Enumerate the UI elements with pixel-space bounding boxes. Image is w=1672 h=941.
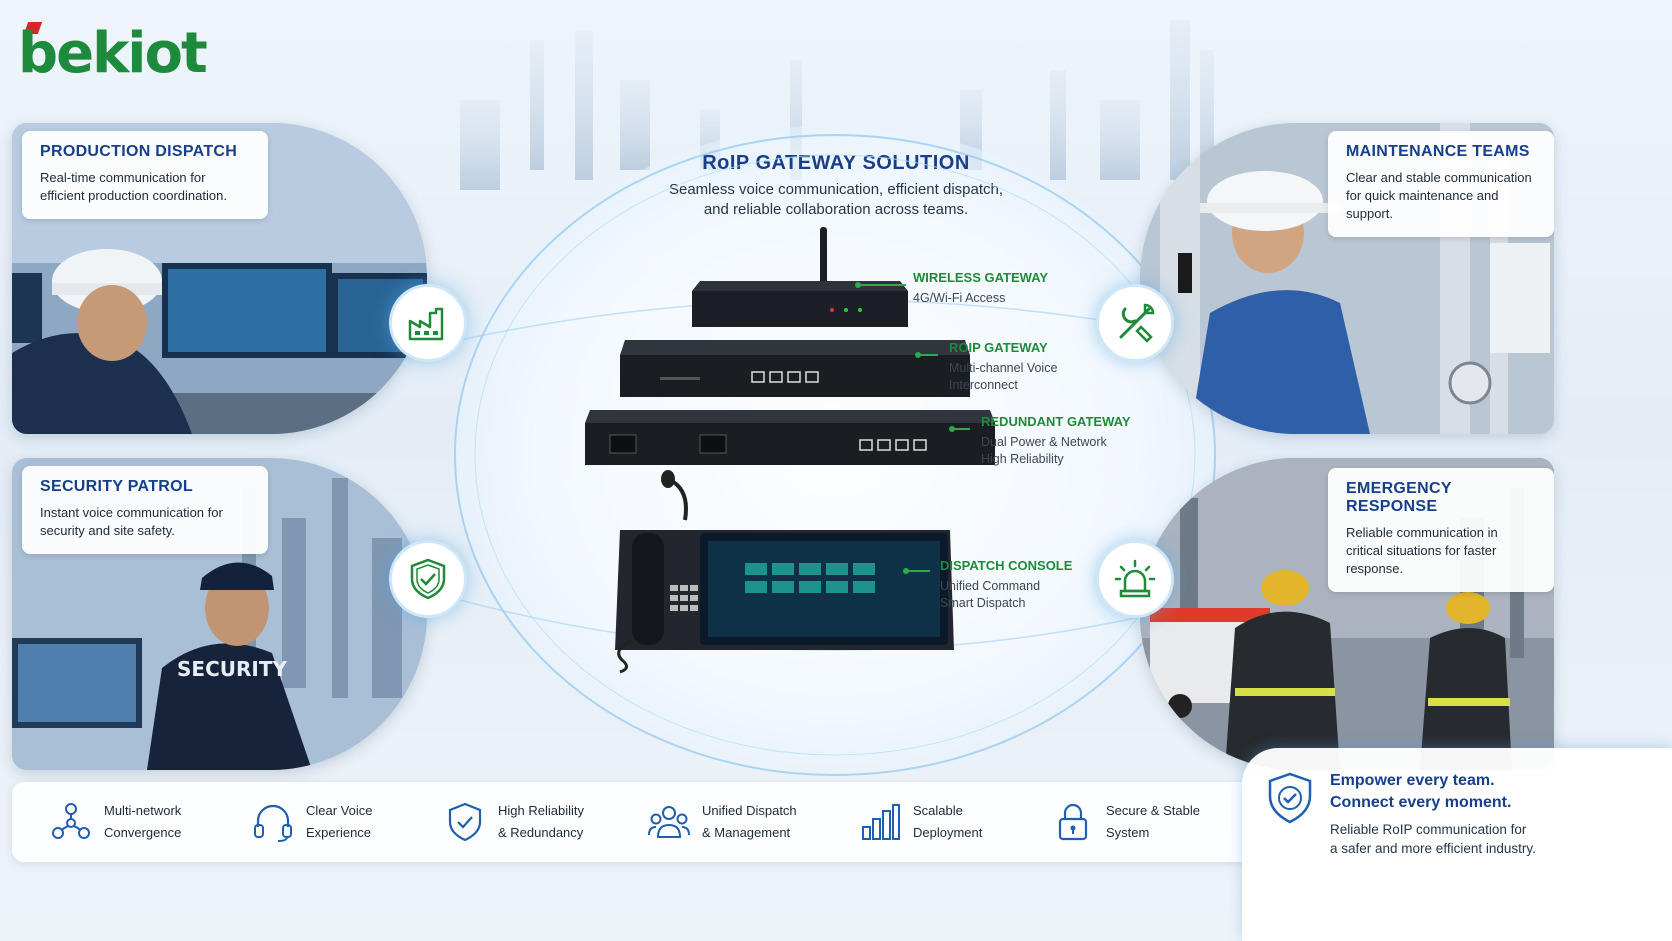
- device-desc: 4G/Wi-Fi Access: [913, 291, 1006, 305]
- device-name: ROIP GATEWAY: [949, 340, 1048, 355]
- gateway-devices: [585, 227, 995, 674]
- promo-headline-line: Empower every team.: [1330, 772, 1495, 789]
- scenario-caption: EMERGENCY RESPONSE Reliable communicatio…: [1328, 468, 1554, 592]
- alarm-icon: [1114, 559, 1156, 598]
- promo-text-line: a safer and more efficient industry.: [1330, 841, 1536, 856]
- dispatch-console-device: [615, 470, 954, 674]
- factory-icon: [408, 307, 444, 341]
- feature-label: High Reliability: [498, 803, 584, 818]
- team-icon: [648, 806, 690, 838]
- tools-icon: [1119, 303, 1155, 343]
- scenario-text: Reliable communication in critical situa…: [1346, 525, 1498, 576]
- feature-label: & Redundancy: [498, 825, 584, 840]
- connector-line: [855, 282, 906, 288]
- connector-line: [915, 352, 938, 358]
- feature-label: Multi-network: [104, 803, 182, 818]
- headset-icon: [254, 804, 292, 842]
- feature-label: & Management: [702, 825, 791, 840]
- device-label-roip-gateway: ROIP GATEWAY Multi-channel Voice Interco…: [949, 340, 1057, 394]
- feature-label: Secure & Stable: [1106, 803, 1200, 818]
- uniform-text: SECURITY: [177, 657, 287, 681]
- scenario-title: EMERGENCY RESPONSE: [1346, 480, 1452, 515]
- connector-line: [903, 568, 930, 574]
- scenario-maintenance-teams: MAINTENANCE TEAMS Clear and stable commu…: [1140, 123, 1554, 434]
- promo-text-line: Reliable RoIP communication for: [1330, 822, 1527, 837]
- wireless-gateway-device: [692, 227, 908, 327]
- device-desc: Unified Command: [940, 579, 1041, 593]
- scenario-caption: PRODUCTION DISPATCH Real-time communicat…: [22, 131, 268, 219]
- scenario-security-patrol: SECURITY SECURITY PATROL Instant voice c…: [12, 458, 427, 770]
- brand-name: bekiot: [18, 21, 208, 86]
- shield-check-icon: [410, 558, 446, 600]
- bar-chart-icon: [862, 804, 900, 840]
- device-label-wireless-gateway: WIRELESS GATEWAY 4G/Wi-Fi Access: [913, 270, 1048, 307]
- network-icon: [52, 803, 90, 839]
- promo-headline-line: Connect every moment.: [1330, 794, 1512, 811]
- feature-label: Unified Dispatch: [702, 803, 797, 818]
- scenario-title: PRODUCTION DISPATCH: [40, 143, 238, 160]
- scenario-emergency-response: EMERGENCY RESPONSE Reliable communicatio…: [1140, 458, 1554, 770]
- device-desc: Interconnect: [949, 378, 1018, 392]
- feature-label: Clear Voice: [306, 803, 373, 818]
- device-label-redundant-gateway: REDUNDANT GATEWAY Dual Power & Network H…: [981, 414, 1131, 468]
- scenario-title: SECURITY PATROL: [40, 478, 193, 495]
- promo-card: Empower every team. Connect every moment…: [1242, 748, 1672, 941]
- device-name: WIRELESS GATEWAY: [913, 270, 1049, 285]
- device-desc: Smart Dispatch: [940, 596, 1026, 610]
- scenario-text: Instant voice communication for security…: [40, 505, 223, 538]
- scenario-caption: MAINTENANCE TEAMS Clear and stable commu…: [1328, 131, 1554, 237]
- scenario-caption: SECURITY PATROL Instant voice communicat…: [22, 466, 268, 554]
- roip-gateway-device: [620, 340, 970, 397]
- lock-icon: [1058, 803, 1088, 841]
- device-desc: High Reliability: [981, 452, 1064, 466]
- feature-item: Unified Dispatch & Management: [646, 782, 797, 862]
- maintenance-badge: [1096, 284, 1174, 362]
- device-desc: Dual Power & Network: [981, 435, 1107, 449]
- device-label-dispatch-console: DISPATCH CONSOLE Unified Command Smart D…: [940, 558, 1072, 612]
- scenario-production-dispatch: PRODUCTION DISPATCH Real-time communicat…: [12, 123, 427, 434]
- connector-line: [949, 426, 970, 432]
- scenario-text: Real-time communication for efficient pr…: [40, 170, 227, 203]
- scenario-title: MAINTENANCE TEAMS: [1346, 143, 1530, 160]
- feature-label: Scalable: [913, 803, 963, 818]
- emergency-badge: [1096, 540, 1174, 618]
- brand-logo: bekiot: [18, 22, 208, 84]
- security-badge: [389, 540, 467, 618]
- device-desc: Multi-channel Voice: [949, 361, 1058, 375]
- shield-check-icon: [1268, 772, 1312, 824]
- shield-icon: [448, 802, 482, 842]
- device-name: DISPATCH CONSOLE: [940, 558, 1073, 573]
- feature-label: Deployment: [913, 825, 983, 840]
- feature-label: Convergence: [104, 825, 182, 840]
- promo-text: Reliable RoIP communication for a safer …: [1330, 820, 1536, 858]
- device-name: REDUNDANT GATEWAY: [981, 414, 1131, 429]
- promo-headline: Empower every team. Connect every moment…: [1330, 770, 1511, 814]
- feature-item: High Reliability & Redundancy: [442, 782, 584, 862]
- feature-label: System: [1106, 825, 1150, 840]
- redundant-gateway-device: [585, 410, 995, 465]
- feature-label: Experience: [306, 825, 372, 840]
- factory-badge: [389, 284, 467, 362]
- scenario-text: Clear and stable communication for quick…: [1346, 170, 1532, 221]
